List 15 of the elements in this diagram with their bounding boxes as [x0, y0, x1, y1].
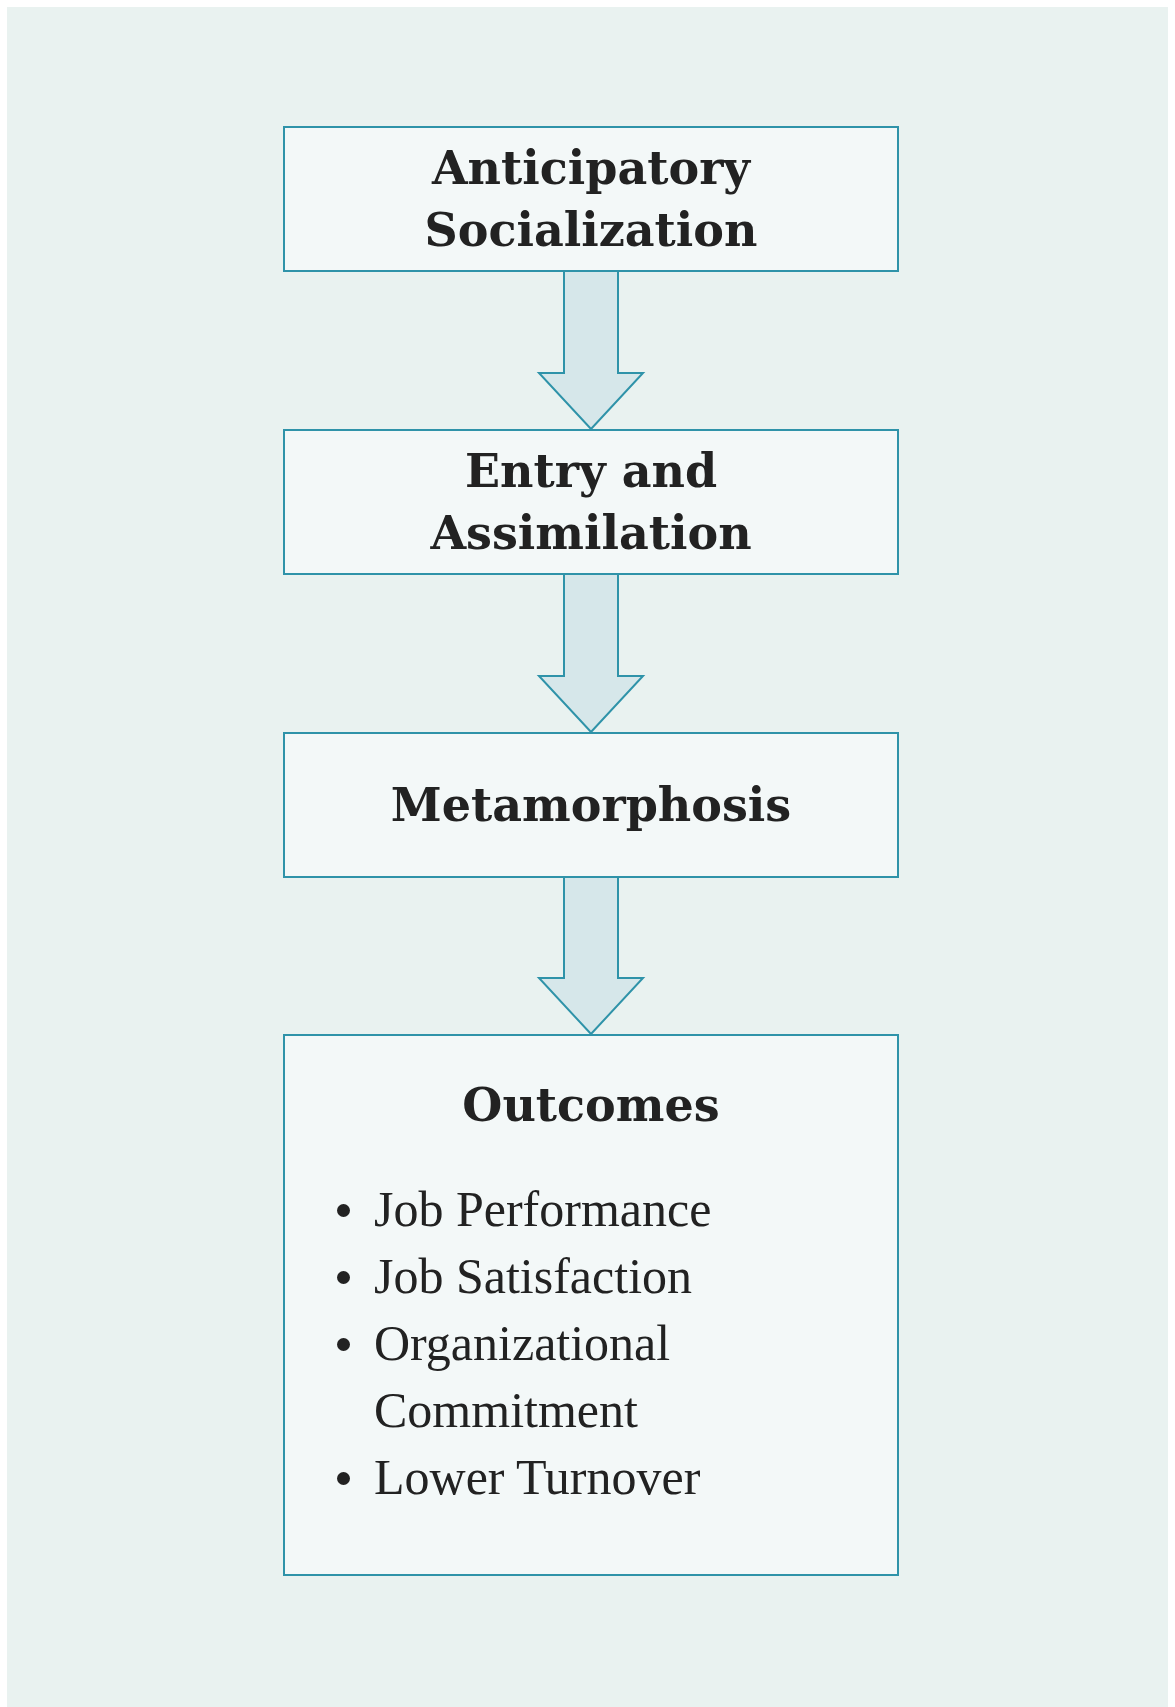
- process-box: [283, 1034, 899, 1576]
- box-heading: Anticipatory Socialization: [423, 140, 759, 259]
- process-box: [283, 126, 899, 272]
- box-heading: Entry and Assimilation: [429, 443, 753, 562]
- box-heading: Metamorphosis: [389, 777, 793, 834]
- block-arrow: [536, 574, 646, 734]
- list-item: Job Satisfaction: [374, 1247, 694, 1306]
- process-box: [283, 429, 899, 575]
- list-item: Lower Turnover: [374, 1448, 702, 1507]
- process-box: [283, 732, 899, 878]
- box-heading: Outcomes: [461, 1077, 721, 1134]
- block-arrow: [536, 877, 646, 1036]
- list-item: Organizational Commitment: [374, 1314, 672, 1440]
- block-arrow: [536, 271, 646, 431]
- list-item: Job Performance: [374, 1180, 713, 1239]
